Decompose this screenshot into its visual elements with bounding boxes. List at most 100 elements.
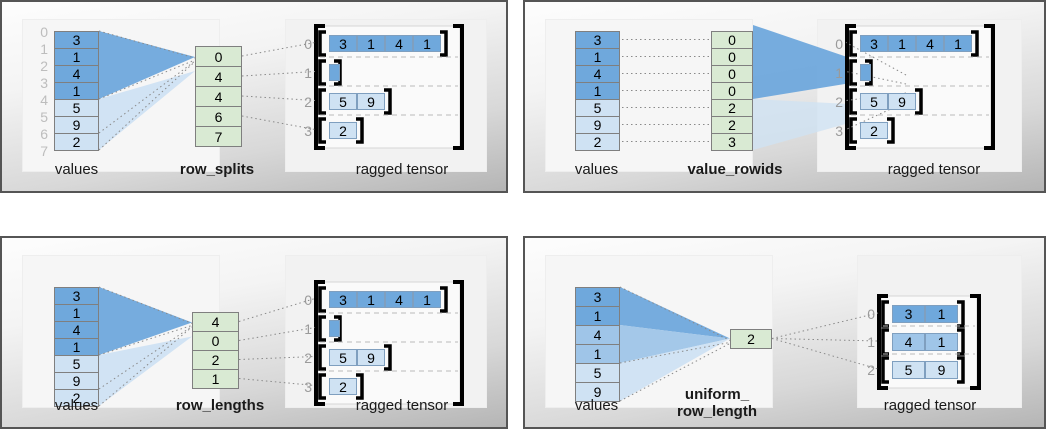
partition-cell: 6 [195, 106, 242, 127]
caption-ragged-tensor: ragged tensor [883, 397, 977, 414]
partition-cell: 0 [711, 48, 753, 66]
ragged-value-cell: 9 [888, 93, 916, 110]
caption-ragged-tensor: ragged tensor [355, 161, 449, 178]
ragged-value-cell: 9 [357, 349, 385, 366]
value-cell: 3 [54, 31, 99, 49]
ragged-empty-cell [329, 64, 340, 81]
partition-cell: 0 [711, 31, 753, 49]
ragged-value-cell: 1 [413, 35, 441, 52]
ragged-value-cell: 3 [892, 305, 925, 323]
partition-cell: 2 [711, 116, 753, 134]
ragged-value-cell: 5 [329, 349, 357, 366]
ragged-row-index: 0 [304, 292, 312, 308]
ragged-row-index: 0 [835, 36, 843, 52]
ragged-value-cell: 4 [892, 333, 925, 351]
value-cell: 4 [575, 325, 620, 345]
value-cell: 5 [54, 99, 99, 117]
card-values-row_splits [22, 19, 220, 172]
ragged-value-cell: 1 [888, 35, 916, 52]
ragged-value-cell: 9 [357, 93, 385, 110]
partition-cell: 4 [195, 66, 242, 87]
ragged-row-index: 1 [867, 334, 875, 350]
value-cell: 1 [54, 304, 99, 322]
ragged-row-index: 1 [835, 65, 843, 81]
card-values-row_lengths [22, 255, 220, 408]
partition-cell: 2 [711, 99, 753, 117]
ragged-value-cell: 3 [329, 35, 357, 52]
value-cell: 5 [575, 363, 620, 383]
value-index: 6 [40, 126, 48, 142]
value-cell: 9 [54, 372, 99, 390]
value-index: 1 [40, 41, 48, 57]
caption-encoding: row_lengths [175, 397, 265, 414]
ragged-row-index: 2 [304, 350, 312, 366]
ragged-value-cell: 3 [860, 35, 888, 52]
ragged-value-cell: 1 [925, 333, 958, 351]
value-cell: 9 [575, 382, 620, 402]
value-cell: 3 [575, 287, 620, 307]
value-cell: 5 [575, 99, 620, 117]
value-cell: 2 [54, 133, 99, 151]
ragged-row-index: 0 [867, 306, 875, 322]
value-cell: 5 [54, 355, 99, 373]
value-cell: 1 [575, 306, 620, 326]
caption-encoding: value_rowids [687, 161, 783, 178]
caption-ragged-tensor: ragged tensor [887, 161, 981, 178]
value-cell: 2 [54, 389, 99, 407]
value-index: 3 [40, 75, 48, 91]
caption-encoding: row_splits [179, 161, 255, 178]
ragged-value-cell: 2 [329, 378, 357, 395]
partition-cell: 4 [195, 86, 242, 107]
value-index: 4 [40, 92, 48, 108]
value-cell: 1 [54, 48, 99, 66]
ragged-value-cell: 1 [944, 35, 972, 52]
value-cell: 1 [54, 82, 99, 100]
ragged-row-index: 3 [304, 379, 312, 395]
ragged-value-cell: 4 [385, 35, 413, 52]
ragged-empty-cell [860, 64, 871, 81]
ragged-row-index: 0 [304, 36, 312, 52]
value-cell: 1 [575, 48, 620, 66]
ragged-row-index: 2 [304, 94, 312, 110]
value-cell: 3 [54, 287, 99, 305]
value-cell: 4 [54, 65, 99, 83]
ragged-empty-cell [329, 320, 340, 337]
ragged-value-cell: 2 [860, 122, 888, 139]
caption-values: values [574, 397, 619, 414]
ragged-row-index: 3 [835, 123, 843, 139]
card-ragged-row_lengths [285, 255, 487, 408]
value-cell: 9 [575, 116, 620, 134]
value-cell: 1 [54, 338, 99, 356]
ragged-value-cell: 1 [413, 291, 441, 308]
caption-values: values [574, 161, 619, 178]
partition-cell: 0 [192, 331, 239, 351]
value-cell: 4 [54, 321, 99, 339]
value-cell: 3 [575, 31, 620, 49]
ragged-row-index: 2 [835, 94, 843, 110]
ragged-value-cell: 1 [357, 291, 385, 308]
partition-cell: 4 [192, 312, 239, 332]
value-index: 0 [40, 24, 48, 40]
partition-cell: 0 [711, 82, 753, 100]
value-index: 5 [40, 109, 48, 125]
ragged-value-cell: 1 [357, 35, 385, 52]
value-cell: 1 [575, 82, 620, 100]
ragged-row-index: 3 [304, 123, 312, 139]
value-cell: 9 [54, 116, 99, 134]
ragged-value-cell: 9 [925, 361, 958, 379]
partition-cell: 2 [192, 350, 239, 370]
ragged-value-cell: 3 [329, 291, 357, 308]
ragged-value-cell: 4 [385, 291, 413, 308]
ragged-row-index: 2 [867, 362, 875, 378]
ragged-value-cell: 5 [329, 93, 357, 110]
ragged-value-cell: 2 [329, 122, 357, 139]
card-ragged-uniform_row_length [857, 255, 1022, 408]
partition-cell: 0 [711, 65, 753, 83]
partition-cell: 0 [195, 46, 242, 67]
partition-cell: 1 [192, 369, 239, 389]
ragged-value-cell: 5 [860, 93, 888, 110]
